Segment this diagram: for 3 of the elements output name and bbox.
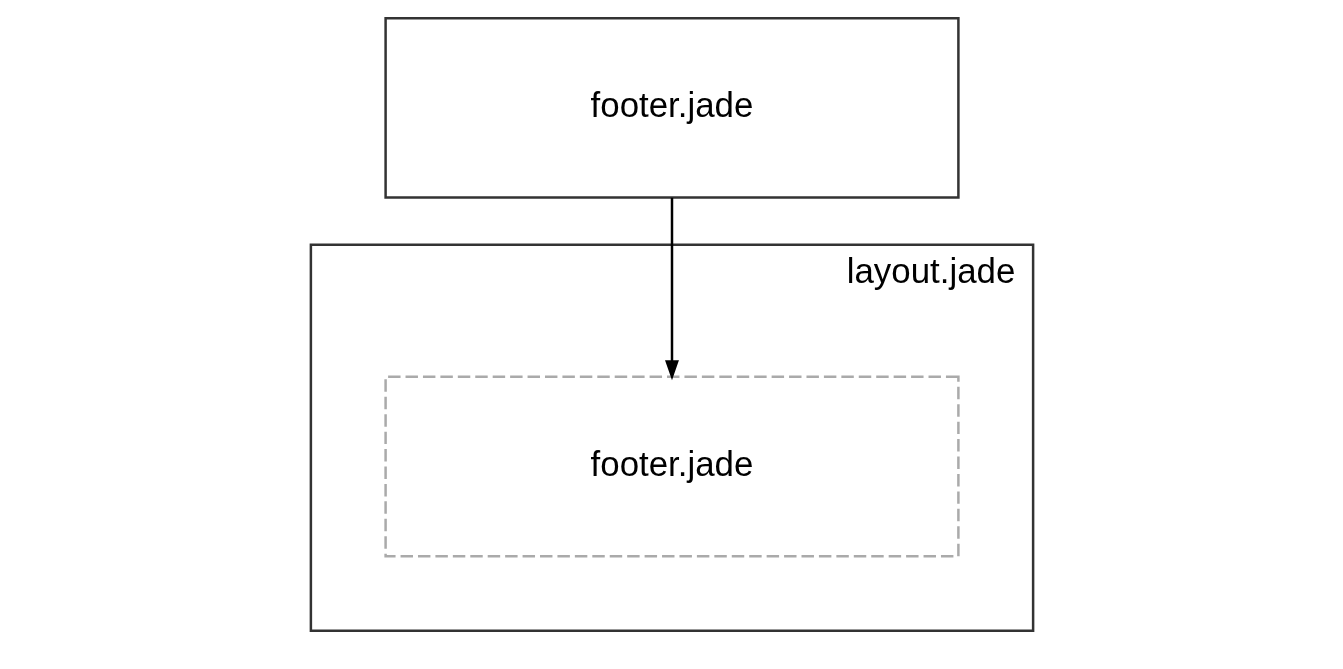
node-box: footer.jade xyxy=(383,375,960,558)
arrow xyxy=(664,197,679,381)
node-box: footer.jade xyxy=(383,16,960,199)
